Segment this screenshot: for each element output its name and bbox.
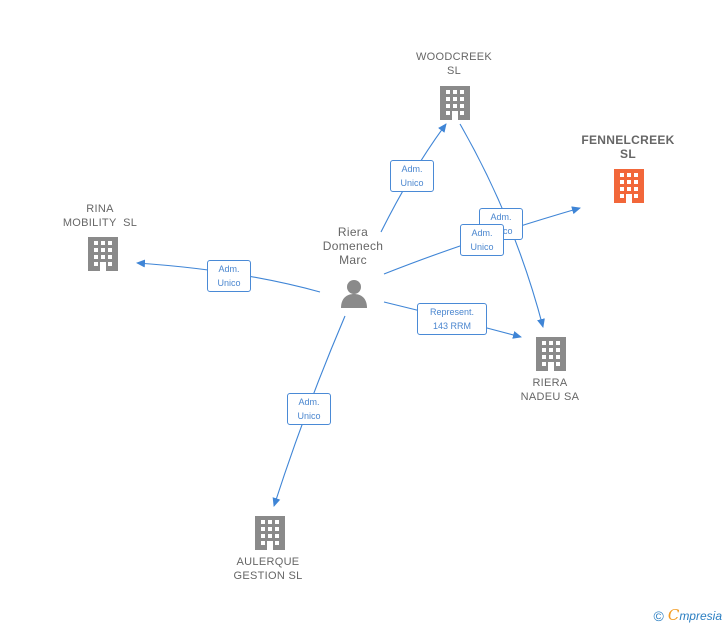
- person-name-line2: Domenech: [322, 239, 384, 253]
- edge-label-woodcreek-type: Unico: [400, 178, 424, 188]
- edge-label-aulerque-type: Unico: [297, 411, 321, 421]
- edge-label-rina-type: Unico: [217, 278, 241, 288]
- aulerque-name-line1: AULERQUE: [236, 556, 300, 568]
- person-name-line1: Riera: [337, 225, 369, 239]
- edge-label-riera-nadeu[interactable]: Represent. 143 RRM: [417, 303, 487, 335]
- brand-logo-mark: C: [667, 606, 680, 624]
- woodcreek-name-line2: SL: [446, 65, 462, 77]
- edge-label-riera-nadeu-role: Represent.: [429, 307, 475, 317]
- aulerque-label[interactable]: AULERQUE GESTION SL: [218, 555, 318, 583]
- woodcreek-label[interactable]: WOODCREEK SL: [404, 50, 504, 78]
- edge-label-rina-role: Adm.: [218, 264, 240, 274]
- person-icon[interactable]: [341, 280, 367, 308]
- rina-label[interactable]: RINA MOBILITY SL: [45, 202, 155, 230]
- copyright-symbol: ©: [653, 608, 664, 624]
- rina-building-icon[interactable]: [88, 237, 118, 271]
- edge-label-fennelcreek-role: Adm.: [471, 228, 493, 238]
- edge-label-riera-nadeu-type: 143 RRM: [432, 321, 471, 331]
- aulerque-name-line2: GESTION SL: [233, 570, 303, 582]
- rina-name-line2: MOBILITY SL: [62, 217, 138, 229]
- fennelcreek-name-line1: FENNELCREEK: [581, 133, 675, 147]
- empresia-logo: ©Cmpresia: [654, 606, 723, 624]
- aulerque-building-icon[interactable]: [255, 516, 285, 550]
- edge-label-woodcreek-role: Adm.: [401, 164, 423, 174]
- woodcreek-name-line1: WOODCREEK: [415, 51, 493, 63]
- edge-label-rina[interactable]: Adm. Unico: [207, 260, 251, 292]
- edge-label-fennelcreek-type: Unico: [470, 242, 494, 252]
- edge-label-aulerque[interactable]: Adm. Unico: [287, 393, 331, 425]
- edge-label-woodcreek-nadeu-role: Adm.: [490, 212, 512, 222]
- brand-name: mpresia: [679, 609, 722, 623]
- edge-label-aulerque-role: Adm.: [298, 397, 320, 407]
- fennelcreek-name-line2: SL: [620, 147, 636, 161]
- riera-nadeu-name-line1: RIERA: [532, 377, 568, 389]
- person-label[interactable]: Riera Domenech Marc: [303, 225, 403, 267]
- edge-label-fennelcreek[interactable]: Adm. Unico: [460, 224, 504, 256]
- woodcreek-building-icon[interactable]: [440, 86, 470, 120]
- riera-nadeu-label[interactable]: RIERA NADEU SA: [500, 376, 600, 404]
- rina-name-line1: RINA: [86, 203, 114, 215]
- riera-nadeu-building-icon[interactable]: [536, 337, 566, 371]
- fennelcreek-building-icon[interactable]: [614, 169, 644, 203]
- edge-label-woodcreek[interactable]: Adm. Unico: [390, 160, 434, 192]
- riera-nadeu-name-line2: NADEU SA: [520, 391, 580, 403]
- person-name-line3: Marc: [339, 253, 367, 267]
- fennelcreek-label[interactable]: FENNELCREEK SL: [573, 133, 683, 161]
